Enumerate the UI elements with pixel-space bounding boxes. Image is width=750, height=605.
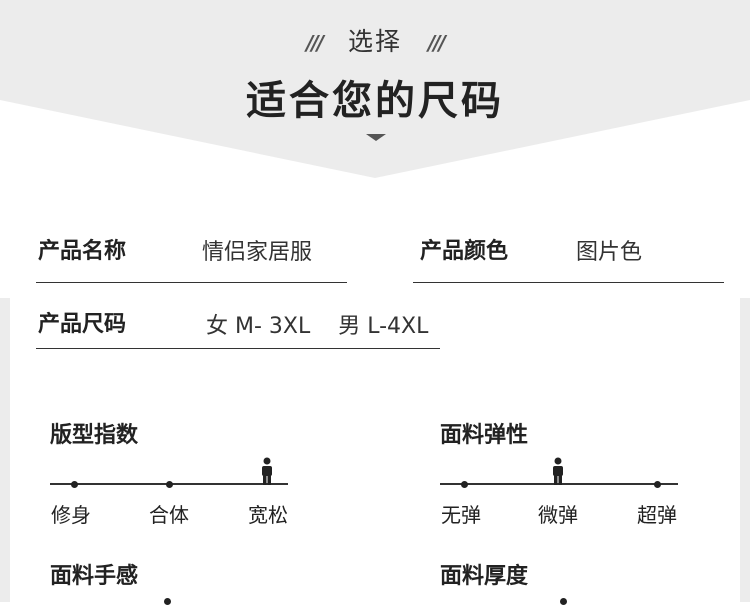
product-name-rule: [36, 282, 347, 283]
right-side-strip: [740, 298, 750, 602]
fabric-elasticity-title: 面料弹性: [440, 423, 529, 448]
slash-decoration-icon: ///: [427, 31, 446, 55]
product-size-label: 产品尺码: [38, 312, 127, 337]
elasticity-tick-label: 无弹: [441, 503, 481, 527]
fabric-feel-title: 面料手感: [50, 564, 139, 589]
product-size-rule: [36, 348, 440, 349]
scale-dot: [166, 481, 173, 488]
fit-tick-label: 宽松: [248, 503, 288, 527]
header-background: [0, 0, 750, 178]
triangle-down-icon: [366, 134, 386, 141]
fit-tick-label: 合体: [149, 503, 189, 527]
product-name-value: 情侣家居服: [202, 240, 313, 265]
header-subtitle: 选择: [347, 27, 402, 56]
scale-dot: [461, 481, 468, 488]
fabric-thickness-title: 面料厚度: [440, 564, 529, 589]
elasticity-tick-label: 超弹: [637, 503, 677, 527]
person-icon: [262, 457, 272, 485]
fit-tick-label: 修身: [51, 503, 91, 527]
slash-decoration-icon: ///: [306, 31, 324, 55]
elasticity-tick-label: 微弹: [538, 503, 578, 527]
product-color-value: 图片色: [576, 240, 643, 265]
product-color-label: 产品颜色: [420, 239, 509, 264]
header-subtitle-row: /// 选择 ///: [0, 22, 750, 58]
fit-index-title: 版型指数: [50, 423, 139, 448]
product-size-value: 女 M- 3XL 男 L-4XL: [206, 314, 429, 339]
left-side-strip: [0, 298, 10, 602]
page-title: 适合您的尺码: [246, 78, 504, 124]
product-color-rule: [413, 282, 724, 283]
person-icon: [553, 457, 563, 485]
product-name-label: 产品名称: [38, 239, 127, 264]
scale-dot: [654, 481, 661, 488]
scale-dot: [71, 481, 78, 488]
